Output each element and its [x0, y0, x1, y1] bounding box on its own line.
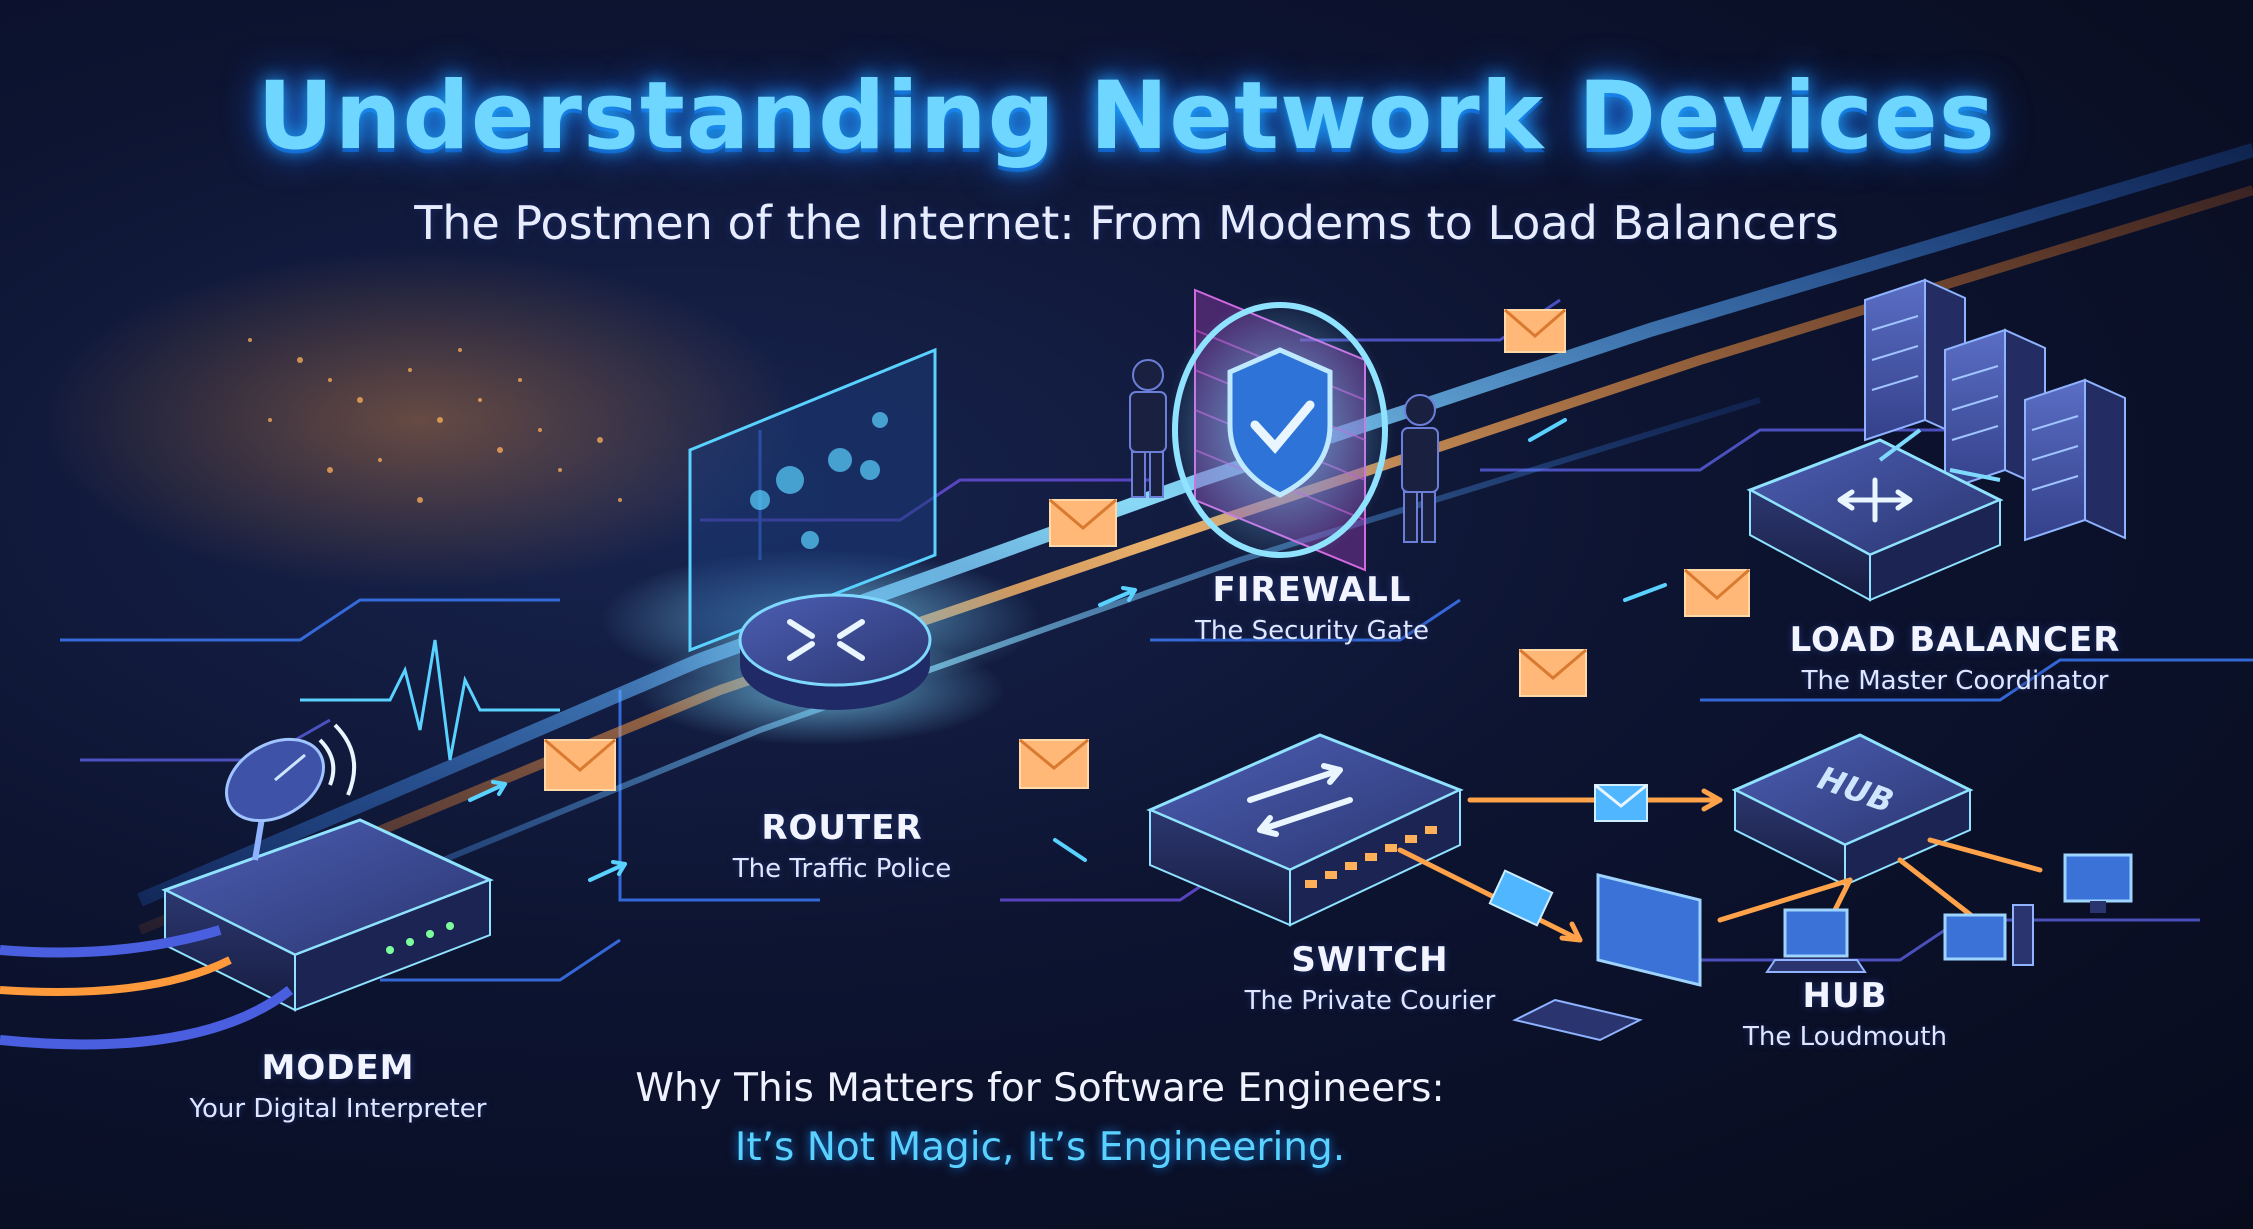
envelope-icon — [1488, 869, 1554, 927]
envelope-icon — [1519, 648, 1587, 697]
firewall-label: FIREWALL The Security Gate — [1052, 570, 1572, 646]
device-name: SWITCH — [1291, 940, 1449, 980]
map-display-panel — [688, 347, 937, 653]
device-name: HUB — [1802, 976, 1888, 1016]
load-balancer-device — [1746, 428, 2004, 602]
laptop-icon — [1765, 908, 1867, 973]
hub-device: HUB — [1731, 733, 1974, 887]
envelope-icon — [1594, 783, 1648, 822]
footer-answer: It’s Not Magic, It’s Engineering. — [734, 1125, 1346, 1170]
server-rack-3 — [2024, 378, 2126, 542]
hub-label: HUB The Loudmouth — [1585, 976, 2105, 1052]
device-description: The Loudmouth — [1743, 1022, 1947, 1052]
modem-label: MODEM Your Digital Interpreter — [78, 1048, 598, 1124]
load-balancer-label: LOAD BALANCER The Master Coordinator — [1695, 620, 2215, 696]
desktop-computer-icon — [1512, 873, 1702, 1042]
shield-icon — [1227, 347, 1333, 498]
monitor-icon — [1943, 904, 2034, 966]
device-description: The Private Courier — [1244, 986, 1496, 1016]
footer-callout: Why This Matters for Software Engineers:… — [590, 1066, 1490, 1170]
footer-question: Why This Matters for Software Engineers: — [635, 1066, 1445, 1111]
switch-label: SWITCH The Private Courier — [1110, 940, 1630, 1016]
envelope-icons — [544, 308, 1750, 927]
world-map — [40, 250, 800, 590]
firewall-device — [1165, 288, 1395, 572]
envelope-icon — [1019, 738, 1089, 789]
device-description: The Master Coordinator — [1801, 666, 2109, 696]
monitor-icon — [2063, 853, 2133, 913]
hub-broadcast-arrows — [1397, 788, 2043, 943]
security-guard-figure — [1129, 359, 1167, 498]
satellite-dish-icon — [225, 723, 357, 861]
device-name: ROUTER — [761, 808, 923, 848]
device-description: The Traffic Police — [732, 854, 952, 884]
envelope-icon — [1049, 498, 1117, 547]
envelope-icon — [1504, 308, 1566, 353]
device-description: Your Digital Interpreter — [189, 1094, 487, 1124]
device-name: LOAD BALANCER — [1789, 620, 2121, 660]
visitor-figure — [1401, 394, 1439, 543]
modem-device — [0, 818, 494, 1050]
envelope-icon — [544, 738, 616, 791]
router-device — [635, 593, 1005, 745]
switch-device — [1146, 733, 1464, 927]
device-name: MODEM — [261, 1048, 415, 1088]
page-title: Understanding Network Devices — [257, 62, 1996, 171]
page-subtitle: The Postmen of the Internet: From Modems… — [414, 196, 1839, 250]
signal-wave-icon — [300, 639, 560, 761]
direction-arrows — [468, 418, 1667, 882]
device-description: The Security Gate — [1195, 616, 1429, 646]
router-label: ROUTER The Traffic Police — [582, 808, 1102, 884]
envelope-icon — [1684, 568, 1750, 617]
device-name: FIREWALL — [1212, 570, 1412, 610]
